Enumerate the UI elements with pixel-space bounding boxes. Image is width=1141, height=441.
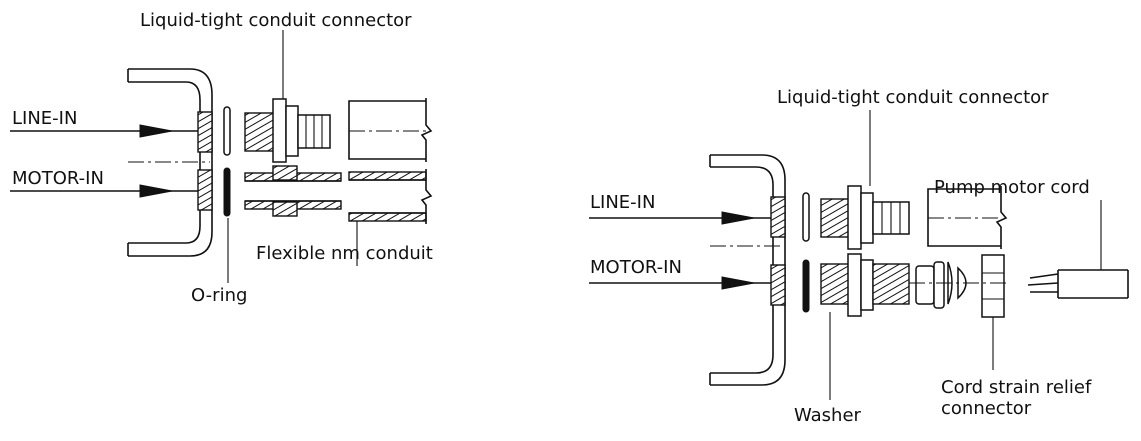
left-connector-label: Liquid-tight conduit connector (140, 10, 412, 31)
left-line-in-label: LINE-IN (12, 108, 77, 129)
left-oring-label: O-ring (191, 285, 247, 306)
left-diagram: LINE-IN MOTOR-IN O-ring Liquid-tig (10, 10, 433, 306)
left-conduit-lower (348, 169, 433, 224)
left-knockout-lower (197, 169, 213, 211)
right-washer-upper (802, 192, 810, 242)
left-line-in-arrow (139, 124, 173, 138)
right-line-in-label: LINE-IN (590, 192, 655, 213)
left-connector-lower (244, 165, 342, 217)
right-motor-cord (1027, 269, 1129, 299)
left-connector-upper (244, 98, 331, 163)
right-strain-relief-label-2: connector (941, 398, 1032, 419)
right-connector-lower (820, 253, 910, 317)
right-washer-label: Washer (794, 405, 862, 426)
right-strain-relief-parts (909, 254, 1010, 318)
right-connector-label: Liquid-tight conduit connector (777, 87, 1049, 108)
right-line-in-arrow (721, 211, 755, 225)
left-junction-box (127, 68, 213, 257)
left-oring-upper (223, 106, 231, 156)
right-washer-lower (802, 259, 810, 313)
right-motor-in-arrow (721, 276, 755, 290)
left-motor-in-label: MOTOR-IN (12, 168, 104, 189)
right-diagram: LINE-IN MOTOR-IN Washer Liquid-tight con… (589, 87, 1129, 426)
left-conduit-label: Flexible nm conduit (256, 243, 433, 264)
right-strain-relief-label-1: Cord strain relief (941, 377, 1092, 398)
left-motor-in-arrow (139, 184, 173, 198)
right-knockout-lower (770, 264, 786, 306)
right-knockout-upper (770, 196, 786, 238)
right-cord-label: Pump motor cord (934, 177, 1090, 198)
right-cord-stub-upper (927, 186, 1008, 249)
right-connector-upper (820, 185, 910, 250)
left-conduit-upper (348, 98, 433, 162)
right-motor-in-label: MOTOR-IN (590, 257, 682, 278)
left-knockout-upper (197, 111, 213, 153)
left-oring-lower (223, 167, 231, 217)
